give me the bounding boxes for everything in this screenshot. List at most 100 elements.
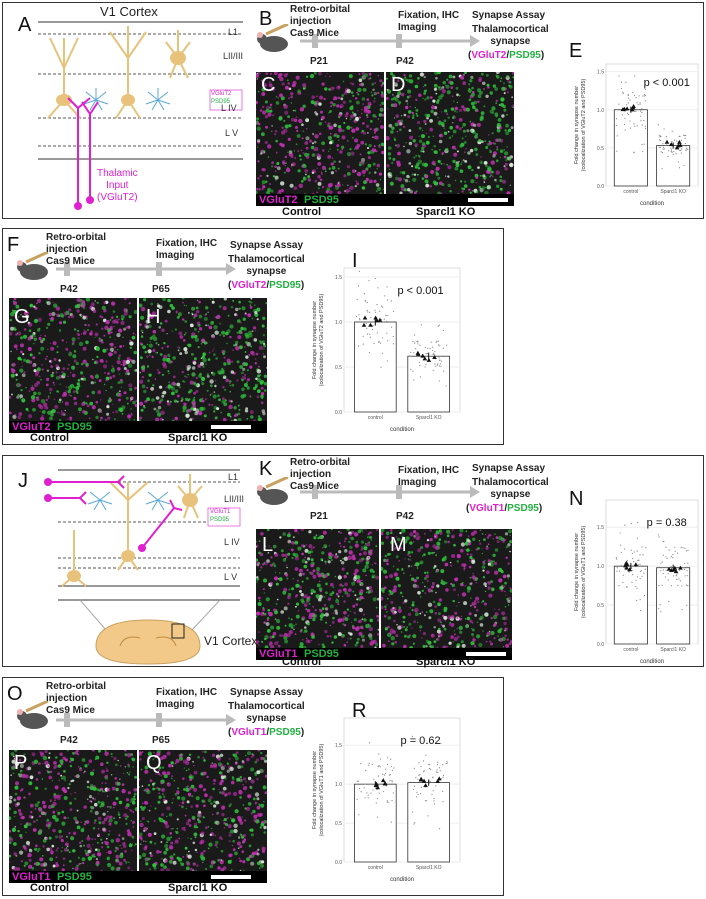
data-point — [432, 349, 434, 352]
data-point — [666, 144, 668, 146]
animal-mean-marker — [421, 778, 427, 783]
data-point — [411, 811, 414, 813]
data-point — [628, 571, 630, 573]
label-ko: Sparcl1 KO — [168, 882, 228, 894]
data-point — [615, 558, 618, 560]
data-point — [364, 300, 367, 302]
data-point — [436, 364, 439, 366]
data-point — [622, 91, 624, 93]
data-point — [684, 562, 686, 565]
data-point — [639, 577, 641, 580]
data-point — [368, 762, 370, 764]
bar-control — [354, 783, 397, 863]
mouse-syringe-icon — [17, 252, 49, 280]
y-tick-label: 0.0 — [335, 860, 342, 866]
panel-letter-p: P — [14, 752, 28, 774]
data-point — [666, 557, 668, 560]
data-point — [369, 336, 372, 338]
fix-label: Fixation, IHC Imaging — [156, 238, 218, 261]
data-point — [636, 102, 638, 104]
data-point — [682, 134, 685, 136]
data-point — [368, 280, 370, 282]
data-point — [644, 568, 646, 570]
data-point — [376, 816, 379, 818]
data-point — [615, 557, 617, 559]
layer-label-l1: L1 — [228, 27, 239, 37]
data-point — [644, 95, 646, 97]
data-point — [366, 301, 368, 304]
data-point — [412, 788, 415, 791]
data-point — [438, 828, 441, 830]
data-point — [434, 363, 436, 365]
data-point — [658, 608, 660, 610]
label-ko: Sparcl1 KO — [168, 432, 228, 444]
data-point — [642, 95, 644, 97]
data-point — [427, 815, 429, 817]
data-point — [384, 768, 387, 770]
data-point — [425, 352, 427, 355]
marker2: PSD95 — [269, 280, 301, 291]
data-point — [671, 130, 673, 132]
data-point — [676, 574, 678, 576]
mouse-syringe-icon — [17, 701, 49, 729]
data-point — [438, 365, 440, 367]
data-point — [616, 118, 618, 120]
animal-mean-marker — [620, 107, 626, 112]
data-point — [432, 776, 434, 778]
data-point — [639, 115, 642, 117]
data-point — [644, 125, 646, 127]
data-point — [356, 780, 358, 782]
data-point — [664, 576, 667, 578]
micrograph-g — [9, 298, 137, 421]
data-point — [419, 773, 421, 776]
data-point — [626, 104, 628, 106]
data-point — [389, 779, 391, 782]
data-point — [671, 151, 673, 153]
caption-marker1: VGluT1 — [259, 648, 298, 660]
data-point — [380, 366, 382, 368]
data-point — [358, 318, 361, 320]
panel-letter-f: F — [7, 234, 20, 256]
panel-letter-e: E — [569, 40, 583, 62]
micrograph-p — [9, 750, 137, 871]
data-point — [672, 553, 674, 556]
data-point — [392, 310, 395, 313]
y-axis-label: (colocalization of VGluT1 and PSD95) — [319, 744, 325, 837]
data-point — [371, 763, 373, 766]
data-point — [431, 346, 434, 348]
data-point — [386, 286, 388, 288]
data-point — [616, 135, 618, 137]
synapse-label: Thalamocortical synapse — [228, 701, 305, 724]
data-point — [442, 347, 444, 349]
data-point — [366, 309, 368, 311]
data-point — [618, 570, 621, 572]
data-point — [358, 787, 361, 790]
data-point — [435, 341, 437, 343]
panel-letter-g: G — [14, 306, 30, 328]
data-point — [687, 148, 689, 150]
timeline-arrow — [300, 34, 480, 48]
data-point — [432, 352, 434, 354]
data-point — [686, 575, 688, 577]
data-point — [627, 97, 630, 99]
animal-mean-marker — [380, 778, 386, 783]
data-point — [364, 797, 366, 799]
y-tick-label: 1.0 — [597, 564, 604, 570]
data-point — [662, 143, 664, 145]
data-point — [684, 568, 686, 570]
injection-label: Retro-orbital injection Cas9 Mice — [46, 232, 106, 267]
data-point — [437, 325, 439, 327]
x-tick-label: control — [368, 415, 383, 421]
data-point — [661, 561, 663, 563]
fix-label: Fixation, IHC Imaging — [398, 10, 460, 33]
panel-letter-o: O — [7, 683, 23, 705]
data-point — [620, 564, 622, 567]
data-point — [665, 546, 667, 548]
data-point — [640, 120, 642, 122]
data-point — [618, 75, 620, 77]
data-point — [662, 554, 664, 556]
data-point — [634, 110, 636, 112]
data-point — [438, 380, 440, 382]
data-point — [423, 770, 425, 772]
animal-mean-marker — [422, 356, 428, 361]
